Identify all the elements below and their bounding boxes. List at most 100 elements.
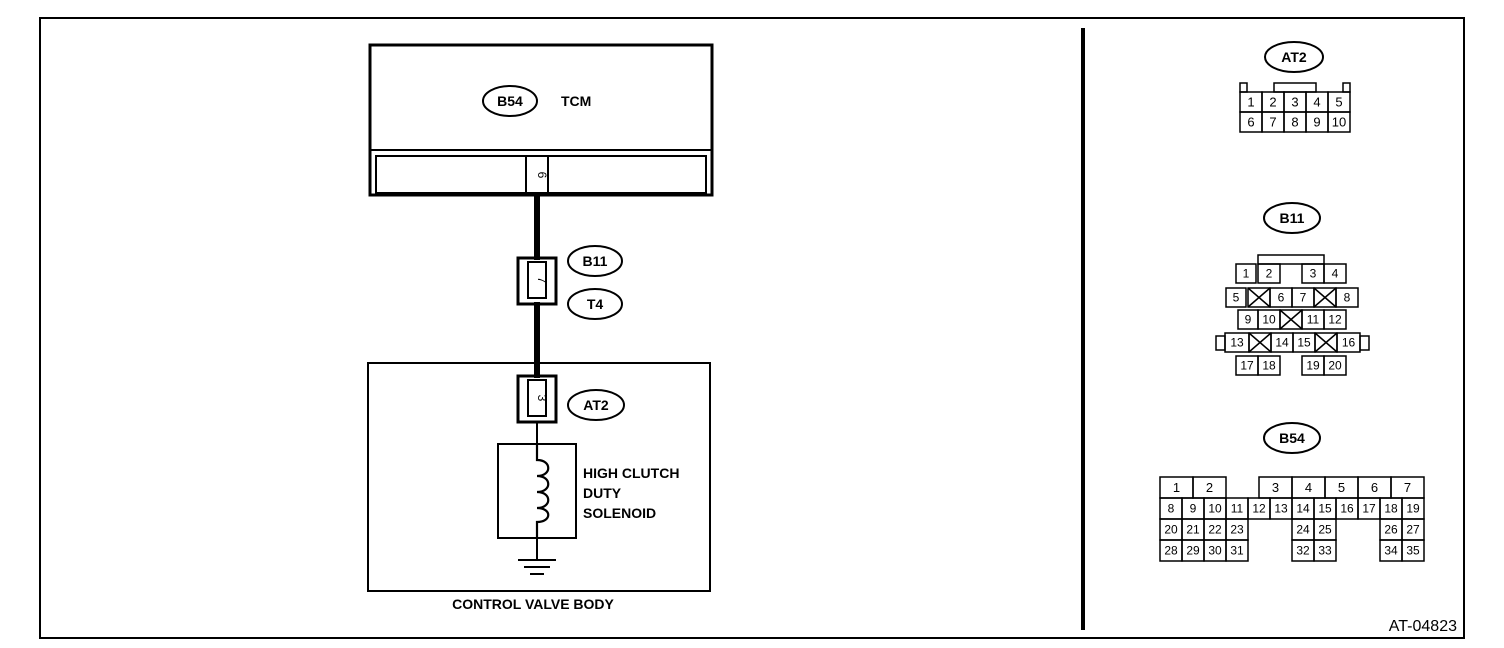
at2-pin-8: 8 <box>1291 114 1298 129</box>
b54-pin-30: 30 <box>1208 544 1222 558</box>
b54-pin-27: 27 <box>1406 523 1420 537</box>
b54-pin-3: 3 <box>1272 480 1279 495</box>
b11-pin-4-cell <box>1323 263 1347 284</box>
b11-pin-6: 6 <box>1278 291 1285 305</box>
solenoid-label-line1: HIGH CLUTCH <box>583 465 679 481</box>
b11-face-title: B11 <box>1280 210 1305 226</box>
b11-pin-18: 18 <box>1262 359 1276 373</box>
b11-blank-1-x <box>1313 287 1337 308</box>
b54-pin-19: 19 <box>1406 502 1420 516</box>
at2-pin-1: 1 <box>1247 94 1254 109</box>
at2-face-title: AT2 <box>1281 49 1307 65</box>
control-valve-body: 3 AT2 HIGH CLUTCH DUTY SOLENOID <box>367 362 711 592</box>
b11-pin-13: 13 <box>1230 336 1244 350</box>
b54-pin-18: 18 <box>1384 502 1398 516</box>
b54-pin-5: 5 <box>1338 480 1345 495</box>
at2-pin-6: 6 <box>1247 114 1254 129</box>
harness-pin-label: 7 <box>535 277 549 284</box>
b54-pin-24: 24 <box>1296 523 1310 537</box>
b11-pin-5: 5 <box>1233 291 1240 305</box>
at2-oval <box>567 389 625 421</box>
tcm-connector-oval <box>482 85 538 117</box>
solenoid-label-line3: SOLENOID <box>583 505 656 521</box>
tcm-connector-label: B54 <box>497 93 523 109</box>
b11-pin-1: 1 <box>1243 267 1250 281</box>
b54-pin-31: 31 <box>1230 544 1244 558</box>
b11-pin-11: 11 <box>1307 313 1320 327</box>
ground-icon <box>518 538 556 575</box>
b11-pin-20: 20 <box>1328 359 1342 373</box>
tcm-name: TCM <box>561 93 591 109</box>
b54-pin-4: 4 <box>1305 480 1312 495</box>
b54-pin-14: 14 <box>1296 502 1310 516</box>
at2-pin-10: 10 <box>1332 114 1346 129</box>
b54-pin-6: 6 <box>1371 480 1378 495</box>
at2-label: AT2 <box>583 397 609 413</box>
b11-blank-0-x <box>1247 287 1271 308</box>
b11-pin-7: 7 <box>1300 291 1307 305</box>
at2-pin-7: 7 <box>1269 114 1276 129</box>
b11-pin-2: 2 <box>1266 267 1273 281</box>
b11-pin-4: 4 <box>1332 267 1339 281</box>
b54-pin-16: 16 <box>1340 502 1354 516</box>
b54-pin-25: 25 <box>1318 523 1332 537</box>
b11-pin-14: 14 <box>1275 336 1289 350</box>
b11-pin-8-cell <box>1335 287 1359 308</box>
b11-pin-12: 12 <box>1328 313 1342 327</box>
b54-pin-35: 35 <box>1406 544 1420 558</box>
diagram-id: AT-04823 <box>1389 618 1457 635</box>
b11-pin-16: 16 <box>1342 336 1356 350</box>
b54-pin-34: 34 <box>1384 544 1398 558</box>
b11-pin-9: 9 <box>1245 313 1252 327</box>
b11-pin-15: 15 <box>1297 336 1311 350</box>
b11-t4-joint-connector: 7 B11 T4 <box>516 245 623 320</box>
t4-label: T4 <box>587 296 604 312</box>
b11-pin-1-cell <box>1235 263 1257 284</box>
b54-pin-1: 1 <box>1173 480 1180 495</box>
control-valve-body-label: CONTROL VALVE BODY <box>452 596 614 612</box>
t4-oval <box>567 288 623 320</box>
b54-pin-9: 9 <box>1190 502 1197 516</box>
b54-pin-31-cell <box>1225 539 1249 562</box>
b54-pin-2: 2 <box>1206 480 1213 495</box>
b11-pin-17: 17 <box>1240 359 1254 373</box>
at2-pin-label: 3 <box>535 395 549 402</box>
solenoid-coil-icon <box>535 444 550 538</box>
b11-pin-8: 8 <box>1344 291 1351 305</box>
b11-blank-4-x <box>1314 332 1338 353</box>
b11-pin-20-cell <box>1323 355 1347 376</box>
b54-pin-32: 32 <box>1296 544 1310 558</box>
b54-pin-15: 15 <box>1318 502 1332 516</box>
b54-pin-22: 22 <box>1208 523 1222 537</box>
b11-pin-18-cell <box>1257 355 1281 376</box>
b54-face-title: B54 <box>1279 430 1305 446</box>
b54-pin-7: 7 <box>1404 480 1411 495</box>
b54-pin-23: 23 <box>1230 523 1244 537</box>
tcm-pin-label: 6 <box>535 172 549 179</box>
b54-pin-33: 33 <box>1318 544 1332 558</box>
b11-pin-16-cell <box>1336 332 1361 353</box>
b54-pin-29: 29 <box>1186 544 1200 558</box>
b11-pin-19: 19 <box>1306 359 1320 373</box>
b54-pin-11: 11 <box>1231 502 1244 516</box>
b11-blank-2-x <box>1279 309 1303 330</box>
b11-pin-3: 3 <box>1310 267 1317 281</box>
b11-label: B11 <box>583 253 608 269</box>
b54-pin-13: 13 <box>1274 502 1288 516</box>
b11-oval <box>567 245 623 277</box>
b11-pin-2-cell <box>1257 263 1281 284</box>
b11-pin-5-cell <box>1225 287 1247 308</box>
at2-pin-3: 3 <box>1291 94 1298 109</box>
b54-pin-10: 10 <box>1208 502 1222 516</box>
b54-pin-35-cell <box>1401 539 1425 562</box>
at2-pin-4: 4 <box>1313 94 1320 109</box>
b11-pin-10: 10 <box>1262 313 1276 327</box>
b54-pin-8: 8 <box>1168 502 1175 516</box>
b54-pin-17: 17 <box>1362 502 1376 516</box>
at2-pin-9: 9 <box>1313 114 1320 129</box>
b54-pin-20: 20 <box>1164 523 1178 537</box>
